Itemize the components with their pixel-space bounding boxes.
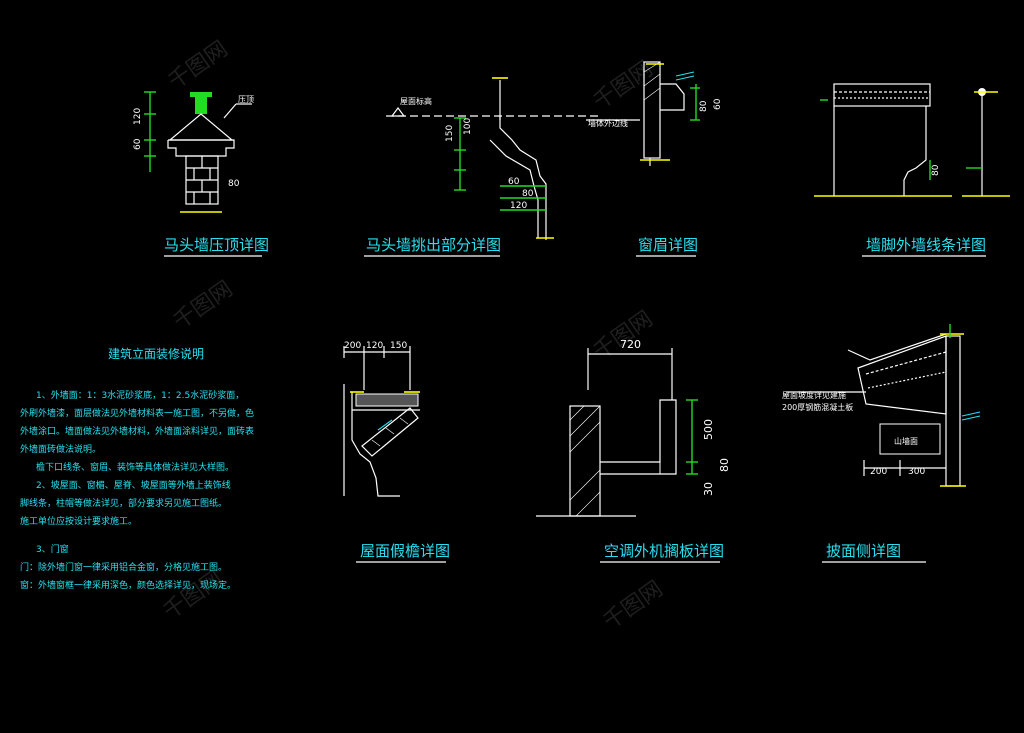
notes-heading: 建筑立面装修说明 (108, 346, 204, 361)
title-false-eave: 屋面假檐详图 (360, 542, 450, 560)
dim-text: 150 (390, 341, 407, 351)
note-line: 窗：外墙窗框一律采用深色，颜色选择详见，现场定。 (20, 579, 236, 591)
dim-text: 80 (699, 100, 709, 112)
detail-ac-shelf: 720 500 80 30 空调外机搁板详图 (536, 338, 731, 563)
title-gable-side: 披面侧详图 (826, 542, 901, 560)
label-floor: 屋面标高 (400, 96, 432, 106)
watermark: 千图网 (169, 277, 237, 335)
note-line: 外墙面砖做法说明。 (20, 443, 101, 455)
watermark: 千图网 (589, 307, 657, 365)
label-coping: 压顶 (238, 95, 254, 104)
dim-text: 120 (133, 108, 143, 125)
label-wall-line: 墙体外边线 (588, 118, 628, 128)
title-projection-detail: 马头墙挑出部分详图 (366, 236, 501, 254)
watermark: 千图网 (589, 57, 657, 115)
dim-text: 60 (713, 98, 723, 110)
watermark: 千图网 (159, 567, 227, 625)
detail-projection: 屋面标高 150 100 60 80 120 马头墙挑出部分详图 (364, 77, 600, 257)
label-roof-note: 屋面坡度详见建施 (782, 390, 846, 400)
note-line: 2、坡屋面、窗楣、屋脊、坡屋面等外墙上装饰线 (36, 479, 231, 491)
dim-text: 200 (344, 341, 361, 351)
dim-text: 80 (718, 458, 731, 472)
dim-text: 100 (463, 118, 473, 135)
note-line: 外刷外墙漆，面层做法见外墙材料表一施工图，不另做，色 (20, 407, 254, 419)
dim-text: 80 (228, 179, 240, 189)
dim-text: 150 (445, 125, 455, 142)
note-line: 门：除外墙门窗一律采用铝合金窗，分格见施工图。 (20, 561, 227, 573)
detail-window-lintel: 80 60 墙体外边线 窗眉详图 (586, 61, 723, 257)
dim-text: 500 (702, 419, 715, 440)
title-window-lintel: 窗眉详图 (638, 236, 698, 254)
dim-text: 80 (522, 189, 534, 199)
title-ac-shelf: 空调外机搁板详图 (604, 542, 724, 560)
note-line: 外墙涂口。墙面做法见外墙材料，外墙面涂料详见，面砖表 (20, 425, 254, 437)
note-line: 3、门窗 (36, 543, 69, 555)
notes-block: 建筑立面装修说明 1、外墙面：1：3水泥砂浆底，1：2.5水泥砂浆面， 外刷外墙… (20, 346, 254, 591)
note-line: 脚线条，柱帽等做法详见，部分要求另见施工图纸。 (20, 497, 227, 509)
detail-false-eave: 200 120 150 屋面假檐详图 (343, 341, 450, 563)
watermark: 千图网 (164, 37, 232, 95)
label-roof-note: 200厚钢筋混凝土板 (782, 402, 853, 412)
title-coping-detail: 马头墙压顶详图 (164, 236, 269, 254)
detail-wall-base: 80 墙脚外墙线条详图 (814, 83, 1010, 257)
dim-text: 80 (931, 164, 941, 176)
watermark: 千图网 (599, 577, 667, 635)
dim-text: 720 (620, 338, 641, 351)
dim-text: 200 (870, 467, 887, 477)
dim-text: 30 (702, 482, 715, 496)
dim-text: 120 (510, 201, 527, 211)
detail-coping: 120 60 压顶 80 马头墙压顶详图 (133, 91, 269, 257)
coping-cap (195, 92, 207, 114)
detail-gable-side: 山墙面 屋面坡度详见建施 200厚钢筋混凝土板 200 300 披面侧详图 (782, 324, 981, 563)
dim-text: 60 (133, 138, 143, 150)
note-line: 1、外墙面：1：3水泥砂浆底，1：2.5水泥砂浆面， (36, 389, 244, 401)
dim-text: 120 (366, 341, 383, 351)
title-wall-base: 墙脚外墙线条详图 (866, 236, 986, 254)
note-line: 檐下口线条、窗眉、装饰等具体做法详见大样图。 (36, 461, 234, 473)
dim-text: 60 (508, 177, 520, 187)
note-line: 施工单位应按设计要求施工。 (20, 515, 137, 527)
dim-text: 300 (908, 467, 925, 477)
label-gable: 山墙面 (894, 436, 918, 446)
